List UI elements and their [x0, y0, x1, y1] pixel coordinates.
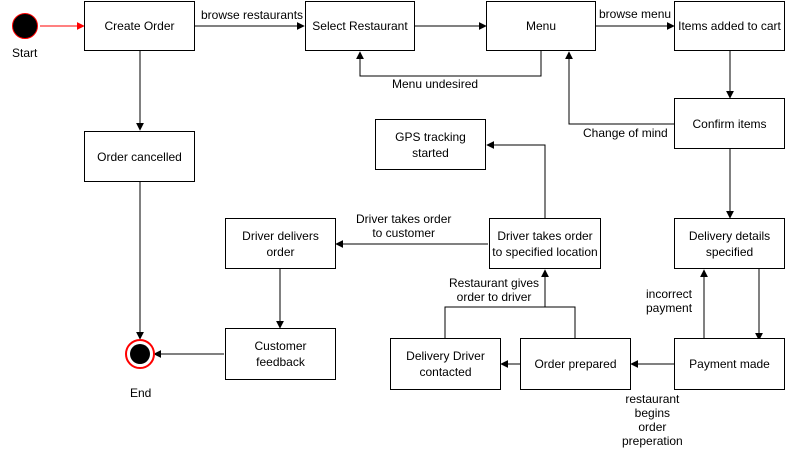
node-delivery-driver-contacted[interactable]: Delivery Driver contacted	[390, 338, 501, 390]
node-menu[interactable]: Menu	[486, 1, 596, 51]
node-payment-made[interactable]: Payment made	[674, 338, 785, 390]
start-node[interactable]	[12, 13, 38, 39]
node-order-prepared[interactable]: Order prepared	[520, 338, 631, 390]
edge-change-of-mind	[565, 51, 674, 125]
node-delivery-details[interactable]: Delivery details specified	[674, 218, 785, 269]
edge-restaurant-gives	[444, 270, 576, 338]
end-label: End	[130, 386, 152, 400]
node-create-order[interactable]: Create Order	[84, 1, 195, 51]
label-menu-undesired: Menu undesired	[392, 77, 479, 91]
node-gps-tracking[interactable]: GPS tracking started	[375, 119, 486, 170]
label-browse-restaurants: browse restaurants	[201, 8, 304, 22]
end-node-core	[130, 344, 150, 364]
label-incorrect-payment: incorrect payment	[646, 287, 693, 315]
node-items-added-to-cart[interactable]: Items added to cart	[674, 1, 785, 51]
node-driver-takes-order[interactable]: Driver takes order to specified location	[489, 218, 601, 269]
node-select-restaurant[interactable]: Select Restaurant	[305, 1, 415, 51]
node-order-cancelled[interactable]: Order cancelled	[84, 131, 195, 182]
label-change-of-mind: Change of mind	[583, 126, 668, 140]
node-confirm-items[interactable]: Confirm items	[674, 98, 785, 149]
label-restaurant-gives: Restaurant gives order to driver	[449, 276, 540, 304]
label-browse-menu: browse menu	[599, 7, 672, 21]
edge-menu-undesired	[356, 51, 542, 77]
start-label: Start	[12, 46, 38, 60]
node-customer-feedback[interactable]: Customer feedback	[225, 328, 336, 380]
label-driver-takes-to-customer: Driver takes order to customer	[356, 212, 452, 240]
edge-driver-to-gps	[486, 141, 546, 218]
label-restaurant-begins: restaurant begins order preperation	[622, 392, 683, 448]
node-driver-delivers[interactable]: Driver delivers order	[225, 218, 336, 269]
